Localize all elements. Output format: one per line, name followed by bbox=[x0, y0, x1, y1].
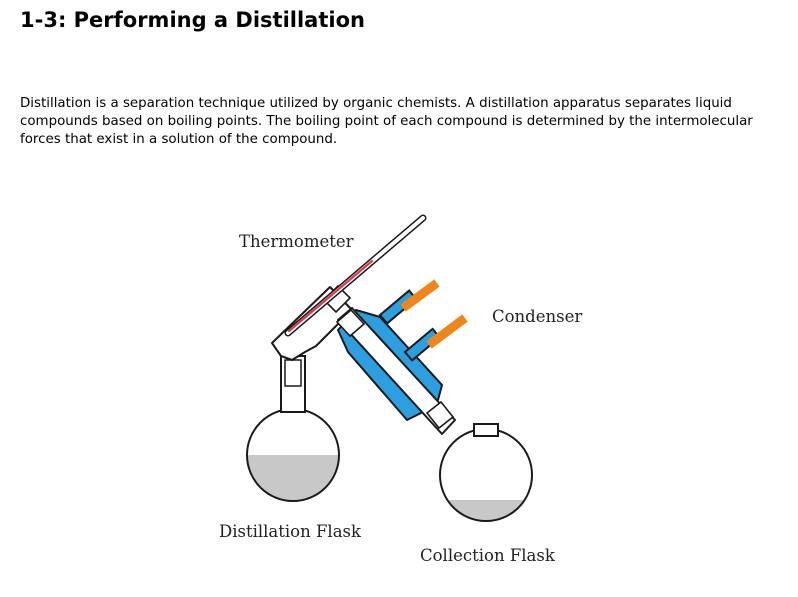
collection-flask bbox=[439, 423, 533, 522]
collection-flask-label: Collection Flask bbox=[420, 546, 556, 565]
distillation-flask-liquid bbox=[247, 455, 339, 501]
page-title: 1-3: Performing a Distillation bbox=[20, 8, 365, 32]
thermometer-fluid bbox=[287, 259, 374, 333]
distillation-flask-label: Distillation Flask bbox=[219, 522, 362, 541]
thermometer-label: Thermometer bbox=[239, 232, 354, 251]
intro-paragraph: Distillation is a separation technique u… bbox=[20, 96, 753, 147]
condenser-water-outlet-hose bbox=[426, 314, 468, 349]
distillation-flask bbox=[246, 355, 340, 502]
collection-flask-liquid bbox=[440, 500, 532, 521]
condenser bbox=[335, 279, 468, 435]
condenser-label: Condenser bbox=[492, 307, 582, 326]
condenser-water-inlet-hose bbox=[400, 279, 440, 312]
thermometer bbox=[284, 214, 427, 337]
